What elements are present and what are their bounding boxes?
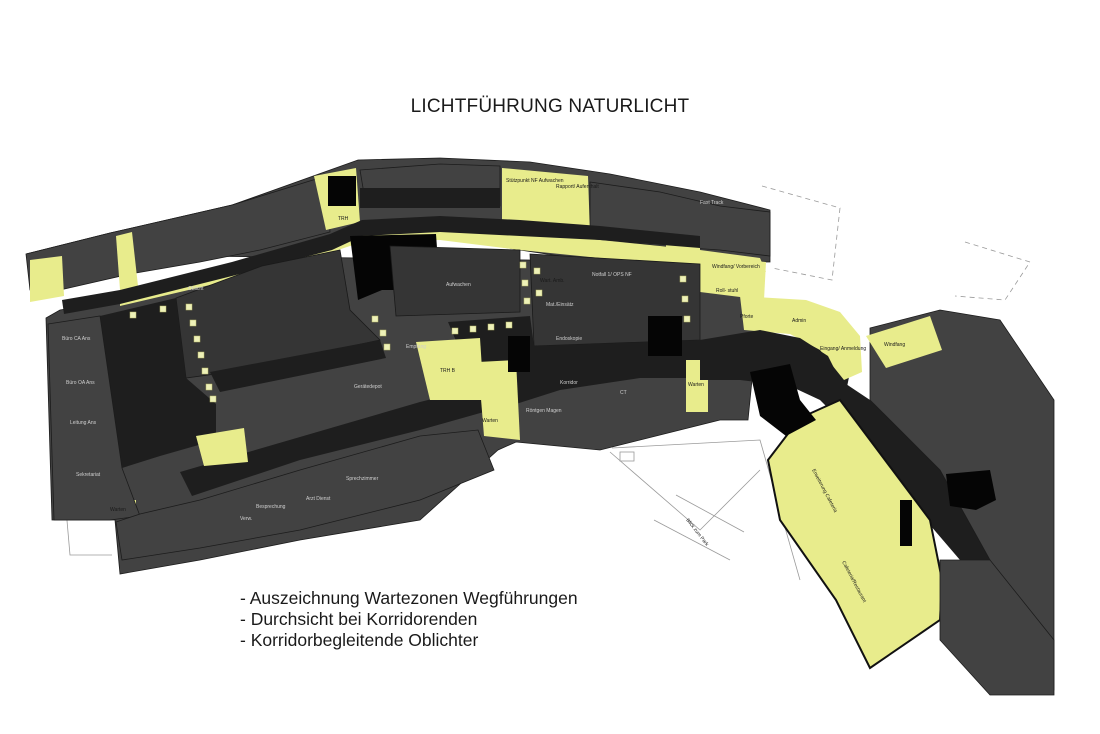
label-arzt-dienst: Arzt Dienst xyxy=(306,496,331,502)
light-zone-eingang xyxy=(740,296,862,380)
label-blick: Blick zum Park xyxy=(684,518,709,548)
light-zone-windfang xyxy=(700,256,766,300)
inner-corridor-south xyxy=(180,388,498,496)
neighbour-outline-right xyxy=(954,241,1031,301)
label-roentgen: Röntgen Magen xyxy=(526,408,562,414)
legend-item: - Durchsicht bei Korridorenden xyxy=(240,609,478,629)
neighbour-outline-top xyxy=(761,185,841,281)
label-windfang-top: Windfang/ Vorbereich xyxy=(712,264,760,270)
small-structure xyxy=(619,451,635,462)
lift-core xyxy=(508,336,530,372)
legend-list: - Auszeichnung Wartezonen Wegführungen -… xyxy=(240,588,578,651)
east-core-black xyxy=(946,470,996,510)
label-geraetedepot: Gerätedepot xyxy=(354,384,382,390)
south-east-rooms xyxy=(939,559,1055,696)
park-view-line xyxy=(675,494,745,533)
south-rooms xyxy=(115,429,495,561)
label-verw: Verw. xyxy=(240,516,252,522)
park-view-lines xyxy=(609,451,761,531)
legend-item: - Auszeichnung Wartezonen Wegführungen xyxy=(240,588,578,608)
light-zone-cafeteria xyxy=(768,400,942,668)
label-eingang: Eingang/ Anmeldung xyxy=(820,346,866,352)
label-ct: CT xyxy=(620,390,627,396)
label-warten-mid: Warten xyxy=(688,382,704,388)
label-stuetzpunkt: Stützpunkt NF Aufwachen xyxy=(506,178,564,184)
cafeteria-counter xyxy=(900,500,912,546)
skylights xyxy=(129,261,691,403)
label-warten-lower: Warten xyxy=(482,418,498,424)
label-empfang: Empfang xyxy=(406,344,426,350)
label-sprechzimmer: Sprechzimmer xyxy=(346,476,379,482)
label-pforte: Pforte xyxy=(740,314,754,320)
light-zone-warten-north xyxy=(116,232,138,290)
light-zone-north-corridor xyxy=(120,226,766,306)
light-zone-west-end xyxy=(30,256,64,302)
label-aufwachen: Aufwachen xyxy=(446,282,471,288)
label-mat-einsatz: Mat./Einsätz xyxy=(546,302,574,308)
light-zone-windfang-right xyxy=(866,316,942,368)
label-buero-oa: Büro OA Ans xyxy=(66,380,95,386)
label-warten-left: Warten xyxy=(110,507,126,513)
light-zone-stuetzpunkt xyxy=(502,168,590,234)
label-admin: Admin xyxy=(792,318,806,324)
label-trh-top: TRH xyxy=(338,216,349,222)
inner-block-aufwachen xyxy=(389,245,521,317)
page-title: LICHTFÜHRUNG NATURLICHT xyxy=(410,96,690,117)
park-view-line xyxy=(653,519,731,561)
label-buero-ca: Büro CA Ans xyxy=(62,336,91,342)
inner-block-west xyxy=(175,249,381,379)
junction-black xyxy=(750,364,816,436)
label-notfall: Notfall 1/ OPS NF xyxy=(592,272,632,278)
inner-corridor-mid xyxy=(210,340,386,392)
trh-staircase-top xyxy=(328,176,356,206)
label-rapport: Rapport/ Aufenthalt xyxy=(556,184,599,190)
label-fast-track: Fast Track xyxy=(700,200,724,206)
label-wart-amb: Wart. Amb. xyxy=(540,278,565,284)
light-zone-warten-center xyxy=(478,360,520,440)
label-rollstuhl: Roll- stuhl xyxy=(716,288,738,294)
inner-corridor-east xyxy=(448,316,850,404)
label-trh-b: TRH B xyxy=(440,368,456,374)
light-zone-nf xyxy=(666,244,700,266)
core-east xyxy=(648,316,682,356)
inner-corridor-west xyxy=(100,298,216,468)
light-zone-stairs-west xyxy=(196,428,248,466)
label-oblicht: Oblicht xyxy=(188,286,204,292)
label-besprechung: Besprechung xyxy=(256,504,286,510)
label-windfang-right: Windfang xyxy=(884,342,905,348)
label-sekretariat: Sekretariat xyxy=(76,472,101,478)
legend-item: - Korridorbegleitende Oblichter xyxy=(240,630,479,650)
label-korridor: Korridor xyxy=(560,380,578,386)
label-leitung: Leitung Ans xyxy=(70,420,97,426)
terrain-line xyxy=(611,439,801,581)
label-endoskopie: Endoskopie xyxy=(556,336,582,342)
north-upper-corridor xyxy=(360,188,500,208)
light-zone-trh-b xyxy=(416,338,484,400)
